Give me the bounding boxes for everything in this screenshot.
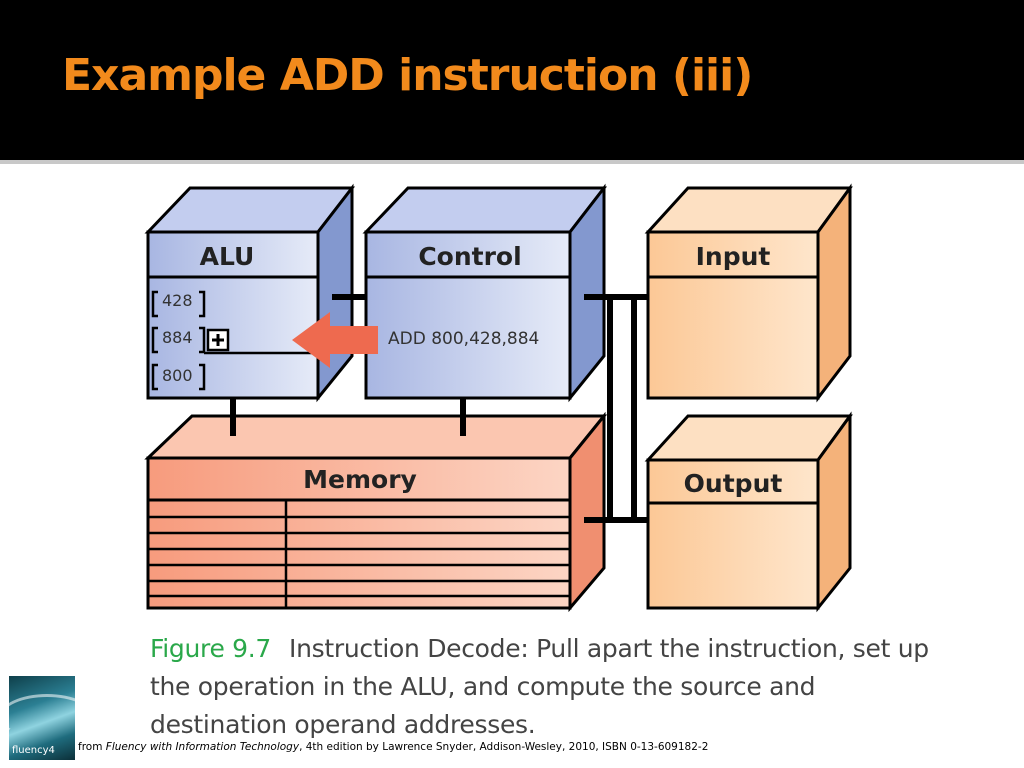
output-front-face xyxy=(646,458,820,610)
figure-label: Figure 9.7 xyxy=(150,634,272,663)
alu-label: ALU xyxy=(200,242,255,271)
memory-box: Memory xyxy=(144,411,608,613)
io-bus xyxy=(584,294,648,523)
memory-top-face xyxy=(144,414,608,460)
source-citation: from Fluency with Information Technology… xyxy=(78,741,708,753)
citation-prefix: from xyxy=(78,741,106,753)
slide-title: Example ADD instruction (iii) xyxy=(62,50,753,101)
title-divider xyxy=(0,160,1024,164)
memory-label: Memory xyxy=(303,465,417,494)
alu-operand2-value: 884 xyxy=(162,328,193,347)
book-cover-text: fluency4 xyxy=(12,745,55,756)
alu-front-face xyxy=(146,230,320,400)
book-cover-image: fluency4 xyxy=(9,676,75,760)
alu-operand1-value: 428 xyxy=(162,291,193,310)
wave-graphic xyxy=(9,694,75,740)
input-top-face xyxy=(644,186,853,234)
output-top-face xyxy=(644,414,853,462)
alu-register-result: 800 xyxy=(151,363,206,391)
alu-register-operand2: 884 xyxy=(151,326,318,355)
output-box: Output xyxy=(644,411,853,613)
output-label: Output xyxy=(684,469,783,498)
computer-architecture-diagram: ALU 428 884 800 Control ADD xyxy=(144,183,853,613)
citation-details: , 4th edition by Lawrence Snyder, Addiso… xyxy=(299,741,709,753)
control-label: Control xyxy=(418,242,521,271)
control-instruction: ADD 800,428,884 xyxy=(388,329,539,349)
input-box: Input xyxy=(644,183,853,403)
control-top-face xyxy=(362,186,608,234)
input-front-face xyxy=(646,230,820,400)
decode-arrow xyxy=(292,312,378,368)
citation-book-title: Fluency with Information Technology xyxy=(105,741,300,753)
alu-result-value: 800 xyxy=(162,366,193,385)
input-label: Input xyxy=(696,242,771,271)
control-box: Control ADD 800,428,884 xyxy=(362,183,608,403)
title-bar: Example ADD instruction (iii) xyxy=(0,0,1024,160)
alu-box: ALU 428 884 800 xyxy=(144,183,356,403)
memory-cells xyxy=(148,500,570,608)
alu-register-operand1: 428 xyxy=(151,290,206,318)
figure-caption-text: Instruction Decode: Pull apart the instr… xyxy=(150,634,929,739)
title-divider-highlight xyxy=(0,164,1024,166)
control-front-face xyxy=(364,230,572,400)
